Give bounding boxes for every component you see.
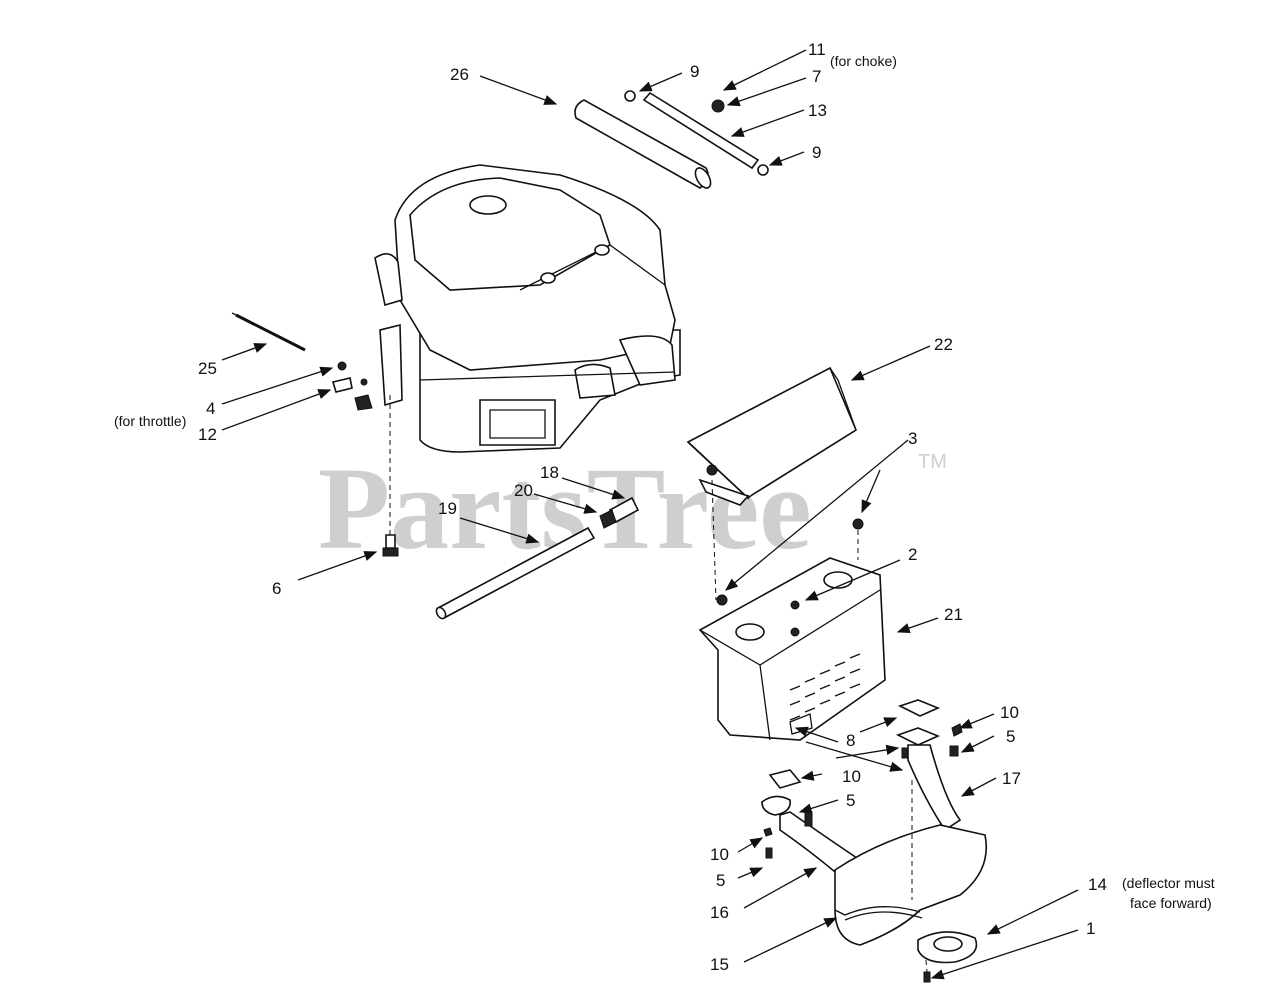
callout-21: 21 (944, 605, 963, 624)
callout-labels: 26 9 11 (for choke) 7 13 9 25 4 12 (for … (114, 40, 1215, 974)
callout-20: 20 (514, 481, 533, 500)
callout-14-note-line2: face forward) (1130, 895, 1212, 911)
callout-17: 17 (1002, 769, 1021, 788)
exhaust-assembly (761, 699, 987, 983)
foam-tube (574, 99, 712, 189)
callout-4: 4 (206, 399, 215, 418)
callout-5-left: 5 (716, 871, 725, 890)
callout-11: 11 (808, 40, 826, 59)
callout-10-right: 10 (1000, 703, 1019, 722)
callout-25: 25 (198, 359, 217, 378)
callout-13: 13 (808, 101, 827, 120)
callout-6: 6 (272, 579, 281, 598)
callout-19: 19 (438, 499, 457, 518)
choke-tube (624, 90, 769, 176)
callout-2: 2 (908, 545, 917, 564)
bolt (382, 395, 399, 557)
callout-16: 16 (710, 903, 729, 922)
callout-10-middle: 10 (842, 767, 861, 786)
callout-14: 14 (1088, 875, 1107, 894)
heat-shield (686, 366, 858, 601)
callout-8: 8 (846, 731, 855, 750)
leader-lines (221, 49, 1079, 980)
callout-7: 7 (812, 67, 821, 86)
callout-18: 18 (540, 463, 559, 482)
fuel-line (435, 496, 640, 620)
callout-1: 1 (1086, 919, 1095, 938)
callout-14-note-line1: (deflector must (1122, 875, 1215, 891)
callout-11-note: (for choke) (830, 53, 897, 69)
callout-26: 26 (450, 65, 469, 84)
callout-9-bottom: 9 (812, 143, 821, 162)
callout-12: 12 (198, 425, 217, 444)
callout-3: 3 (908, 429, 917, 448)
muffler-cover (698, 518, 886, 741)
callout-5-right: 5 (1006, 727, 1015, 746)
callout-22: 22 (934, 335, 953, 354)
callout-12-note: (for throttle) (114, 413, 186, 429)
callout-10-left: 10 (710, 845, 729, 864)
callout-5-middle: 5 (846, 791, 855, 810)
engine (374, 164, 681, 453)
throttle-cable (231, 312, 373, 411)
callout-9-top: 9 (690, 62, 699, 81)
watermark-trademark: TM (918, 451, 947, 473)
callout-15: 15 (710, 955, 729, 974)
cover-vent-slots (789, 653, 861, 721)
